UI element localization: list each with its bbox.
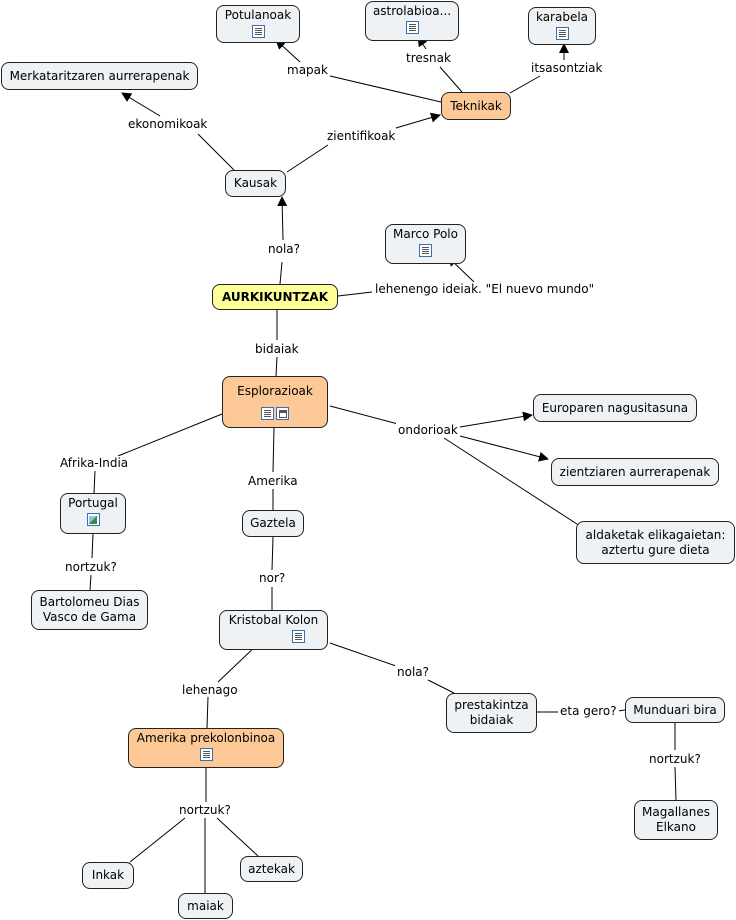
teknikak-node[interactable]: Teknikak [441,92,511,120]
document-icon[interactable] [555,27,569,40]
bartolomeu-node[interactable]: Bartolomeu Dias Vasco de Gama [31,590,148,630]
magallanes-text: Magallanes Elkano [642,805,710,834]
esplorazioak-node[interactable]: Esplorazioak [222,376,328,428]
link-label-lehenengo: lehenengo ideiak. "El nuevo mundo" [373,282,597,296]
document-icon[interactable] [405,21,419,34]
document-icon[interactable] [419,244,432,257]
link-label-afrika-india: Afrika-India [58,456,131,470]
kolon-text: Kristobal Kolon [228,613,319,627]
link-label-amerika: Amerika [246,474,300,488]
link-label-nortzuk-magallanes: nortzuk? [647,752,703,766]
prestakintza-text: prestakintza bidaiak [454,698,529,727]
prekolonbino-node[interactable]: Amerika prekolonbinoa [128,728,284,768]
kausak-text: Kausak [233,176,278,190]
link-label-nola-kolon: nola? [395,665,432,679]
marco-polo-text: Marco Polo [393,227,458,241]
link-label-nola: nola? [266,242,303,256]
document-icon[interactable] [199,748,213,761]
merkataritza-node[interactable]: Merkataritzaren aurrerapenak [1,62,198,90]
magallanes-node[interactable]: Magallanes Elkano [634,800,718,840]
link-label-itsasontziak: itsasontziak [529,61,605,75]
munduari-bira-node[interactable]: Munduari bira [625,697,725,723]
link-label-nor: nor? [257,571,288,585]
esplorazioak-text: Esplorazioak [237,384,313,398]
root-concept-text: AURKIKUNTZAK [221,289,328,304]
inkak-node[interactable]: Inkak [82,862,134,889]
portugal-node[interactable]: Portugal [60,493,126,534]
munduari-bira-text: Munduari bira [633,702,717,717]
concept-map-icon[interactable] [276,407,289,420]
gaztela-node[interactable]: Gaztela [242,510,304,537]
maiak-text: maiak [187,898,224,913]
teknikak-text: Teknikak [450,98,502,113]
link-label-ondorioak: ondorioak [396,423,460,437]
marco-polo-node[interactable]: Marco Polo [385,224,466,264]
inkak-text: Inkak [91,868,125,882]
document-icon[interactable] [261,407,274,420]
potulanoak-node[interactable]: Potulanoak [216,5,300,43]
aztekak-text: aztekak [248,861,295,876]
elikagaiak-text: aldaketak elikagaietan: aztertu gure die… [585,527,726,557]
link-label-bidaiak: bidaiak [253,342,301,356]
link-label-mapak: mapak [285,63,330,77]
astrolabioa-node[interactable]: astrolabioa... [365,1,459,41]
link-label-nortzuk: nortzuk? [63,560,119,574]
merkataritza-text: Merkataritzaren aurrerapenak [9,68,190,83]
potulanoak-text: Potulanoak [224,8,292,22]
karabela-text: karabela [535,10,589,24]
prekolonbino-text: Amerika prekolonbinoa [136,731,276,745]
document-icon[interactable] [292,630,305,643]
link-label-ekonomikoak: ekonomikoak [126,117,210,131]
image-icon[interactable] [86,513,100,526]
prestakintza-node[interactable]: prestakintza bidaiak [446,693,537,733]
europa-node[interactable]: Europaren nagusitasuna [533,394,697,422]
aztekak-node[interactable]: aztekak [240,856,303,882]
link-label-tresnak: tresnak [404,51,453,65]
astrolabioa-text: astrolabioa... [372,4,452,18]
root-concept-node[interactable]: AURKIKUNTZAK [212,284,338,310]
zientzia-text: zientziaren aurrerapenak [559,464,711,479]
maiak-node[interactable]: maiak [178,893,233,919]
portugal-text: Portugal [68,496,118,510]
link-label-lehenago: lehenago [180,683,240,697]
kolon-node[interactable]: Kristobal Kolon [219,610,328,650]
karabela-node[interactable]: karabela [528,7,596,45]
bartolomeu-text: Bartolomeu Dias Vasco de Gama [39,595,140,624]
gaztela-text: Gaztela [250,516,296,530]
elikagaiak-node[interactable]: aldaketak elikagaietan: aztertu gure die… [576,521,735,564]
kausak-node[interactable]: Kausak [225,170,286,197]
link-label-nortzuk-prekolonbino: nortzuk? [177,803,233,817]
zientzia-node[interactable]: zientziaren aurrerapenak [551,458,719,486]
link-label-eta-gero: eta gero? [558,704,619,718]
link-label-zientifikoak: zientifikoak [325,129,398,143]
document-icon[interactable] [251,25,265,38]
europa-text: Europaren nagusitasuna [541,400,689,415]
